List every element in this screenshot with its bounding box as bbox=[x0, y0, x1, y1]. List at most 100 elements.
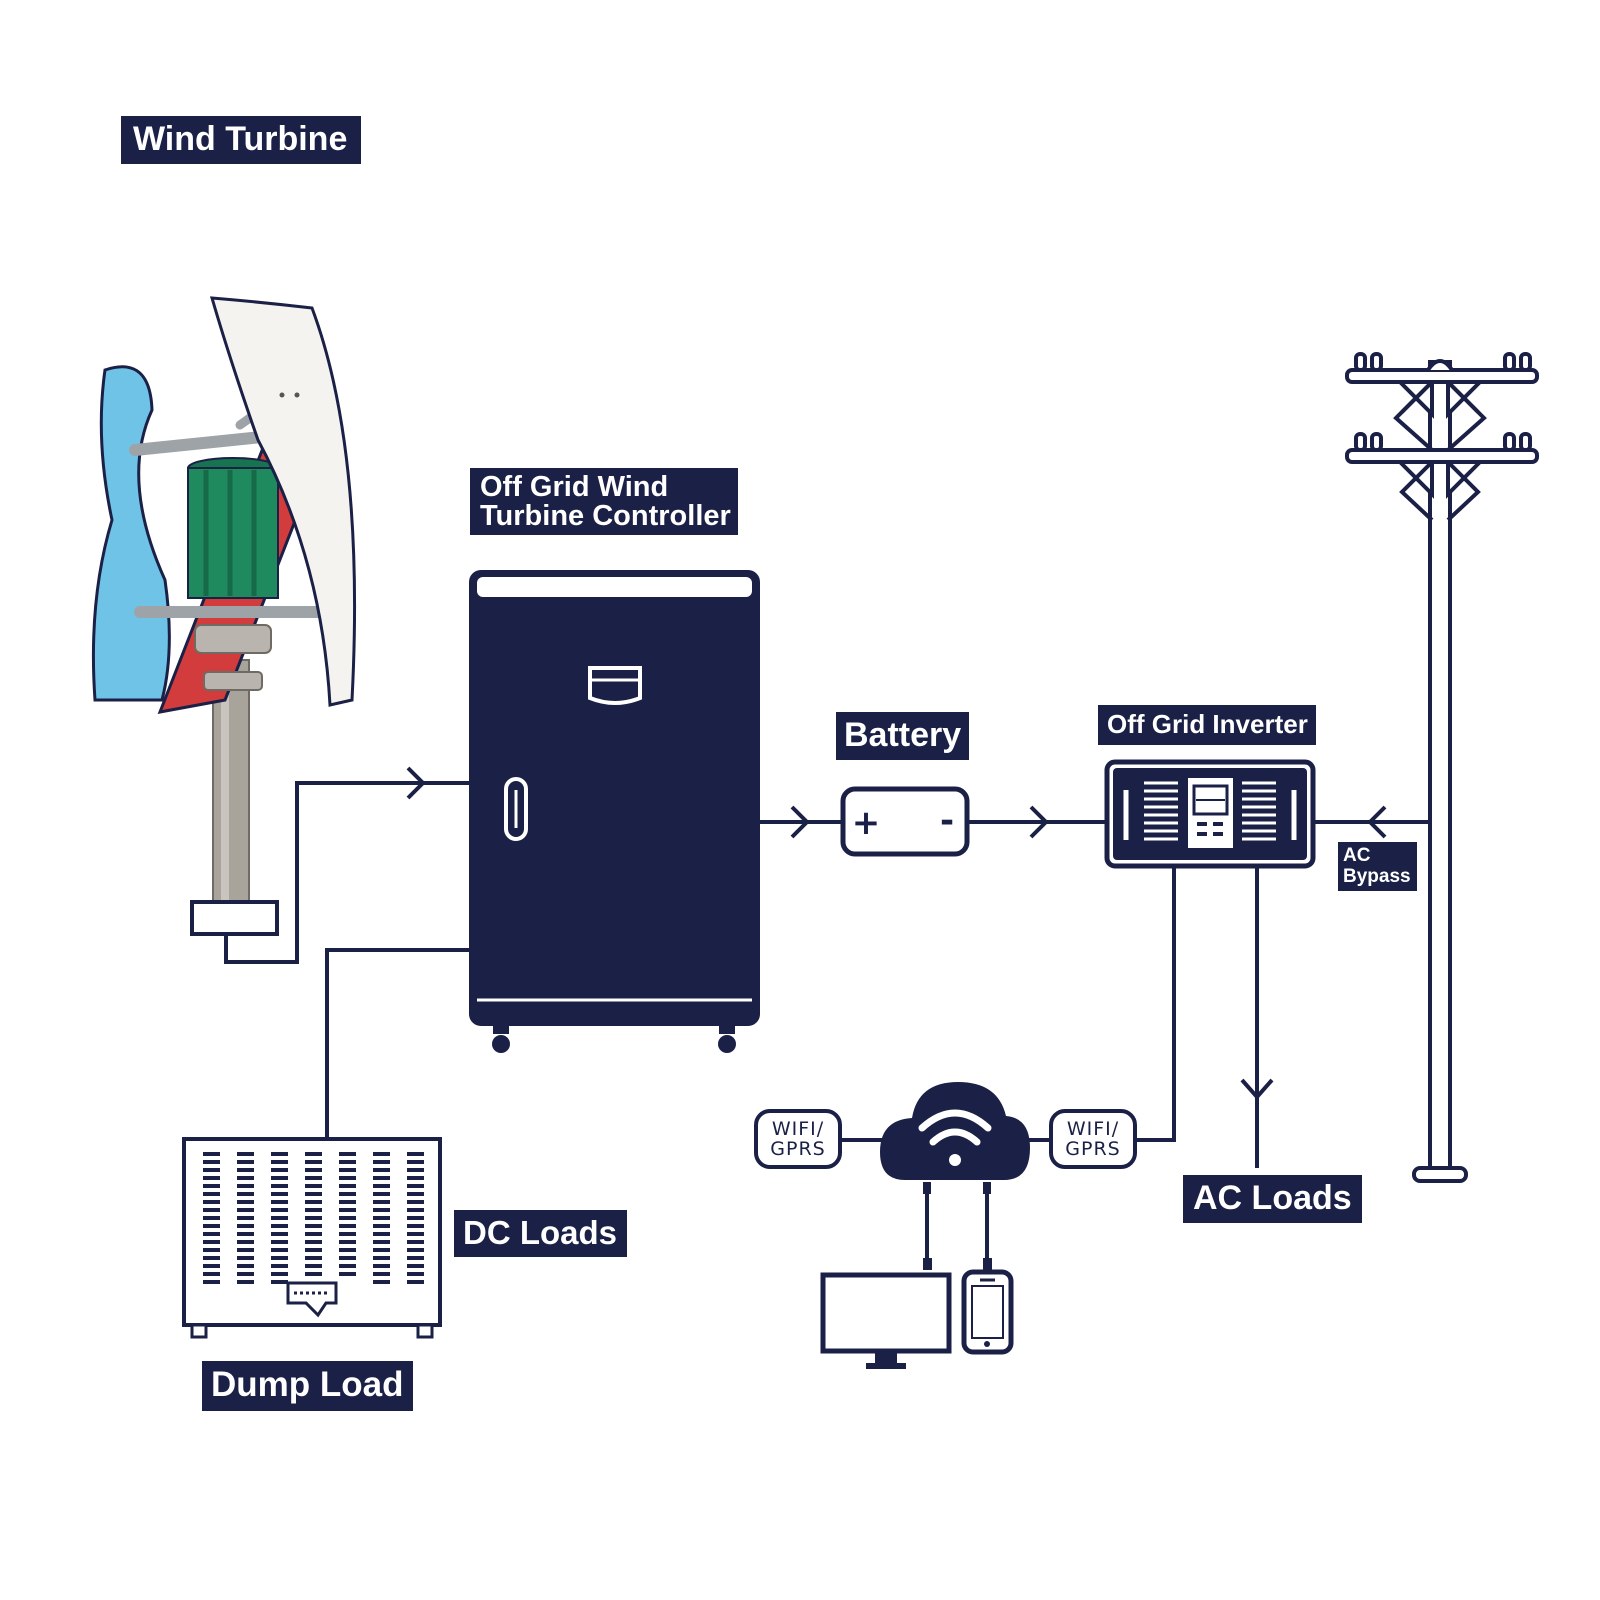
vent-slot bbox=[339, 1176, 356, 1180]
wifi-right-line1: WIFI/ bbox=[1066, 1118, 1120, 1140]
vent-slot bbox=[237, 1264, 254, 1268]
vent-slot bbox=[373, 1256, 390, 1260]
vent-slot bbox=[237, 1184, 254, 1188]
vent-slot bbox=[339, 1264, 356, 1268]
vent-slot bbox=[203, 1256, 220, 1260]
vent-slot bbox=[203, 1232, 220, 1236]
wind-turbine-label: Wind Turbine bbox=[121, 116, 362, 164]
vent-slot bbox=[305, 1272, 322, 1276]
vent-slot bbox=[305, 1184, 322, 1188]
vent-slot bbox=[339, 1200, 356, 1204]
ac-bypass-label: AC Bypass bbox=[1338, 842, 1417, 891]
vent-slot bbox=[339, 1208, 356, 1212]
vent-slot bbox=[305, 1208, 322, 1212]
vent-slot bbox=[271, 1240, 288, 1244]
vent-slot bbox=[407, 1224, 424, 1228]
vent-slot bbox=[373, 1224, 390, 1228]
vent-slot bbox=[305, 1152, 322, 1156]
ac-bypass-line1: AC bbox=[1343, 845, 1371, 866]
vent-slot bbox=[339, 1152, 356, 1156]
vent-slot bbox=[237, 1240, 254, 1244]
vent-slot bbox=[407, 1248, 424, 1252]
vent-slot bbox=[407, 1280, 424, 1284]
vent-slot bbox=[203, 1160, 220, 1164]
wifi-left-line1: WIFI/ bbox=[771, 1118, 825, 1140]
vent-slot bbox=[373, 1208, 390, 1212]
wind-turbine-icon bbox=[91, 296, 357, 936]
vent-slot bbox=[407, 1168, 424, 1172]
vent-slot bbox=[339, 1256, 356, 1260]
vent-slot bbox=[203, 1208, 220, 1212]
vent-slot bbox=[407, 1272, 424, 1276]
vent-slot bbox=[271, 1224, 288, 1228]
vent-slot bbox=[271, 1208, 288, 1212]
vent-slot bbox=[407, 1216, 424, 1220]
controller-label-line1: Off Grid Wind bbox=[480, 471, 669, 503]
ac-bypass-line2: Bypass bbox=[1343, 866, 1411, 887]
vent-slot bbox=[203, 1216, 220, 1220]
vent-slot bbox=[373, 1232, 390, 1236]
vent-slot bbox=[373, 1184, 390, 1188]
battery-minus: - bbox=[940, 801, 954, 841]
vent-slot bbox=[407, 1184, 424, 1188]
vent-slot bbox=[407, 1264, 424, 1268]
vent-slot bbox=[203, 1176, 220, 1180]
vent-slot bbox=[203, 1152, 220, 1156]
vent-slot bbox=[407, 1256, 424, 1260]
battery-label: Battery bbox=[836, 712, 970, 760]
vent-slot bbox=[271, 1160, 288, 1164]
controller-label: Off Grid Wind Turbine Controller bbox=[470, 468, 738, 535]
connection-lines bbox=[224, 766, 1430, 1262]
vent-slot bbox=[271, 1176, 288, 1180]
dump-load-label: Dump Load bbox=[202, 1361, 414, 1411]
vent-slot bbox=[203, 1272, 220, 1276]
vent-slot bbox=[237, 1272, 254, 1276]
vent-slot bbox=[305, 1160, 322, 1164]
vent-slot bbox=[305, 1200, 322, 1204]
vent-slot bbox=[203, 1264, 220, 1268]
vent-slot bbox=[373, 1176, 390, 1180]
vent-slot bbox=[237, 1152, 254, 1156]
vent-slot bbox=[271, 1272, 288, 1276]
vent-slot bbox=[203, 1200, 220, 1204]
vent-slot bbox=[373, 1248, 390, 1252]
vent-slot bbox=[373, 1192, 390, 1196]
inverter-label: Off Grid Inverter bbox=[1098, 705, 1316, 745]
vent-slot bbox=[237, 1224, 254, 1228]
vent-slot bbox=[407, 1200, 424, 1204]
vent-slot bbox=[305, 1240, 322, 1244]
phone-icon bbox=[961, 1258, 1014, 1355]
vent-slot bbox=[373, 1240, 390, 1244]
vent-slot bbox=[339, 1248, 356, 1252]
vent-slot bbox=[373, 1216, 390, 1220]
battery-plus: + bbox=[852, 803, 881, 843]
vent-slot bbox=[407, 1208, 424, 1212]
vent-slot bbox=[271, 1264, 288, 1268]
controller-cabinet-icon bbox=[469, 570, 760, 1053]
vent-slot bbox=[203, 1192, 220, 1196]
vent-slot bbox=[339, 1160, 356, 1164]
vent-slot bbox=[203, 1224, 220, 1228]
vent-slot bbox=[339, 1224, 356, 1228]
vent-slot bbox=[339, 1216, 356, 1220]
vent-slot bbox=[407, 1152, 424, 1156]
vent-slot bbox=[407, 1176, 424, 1180]
vent-slot bbox=[237, 1160, 254, 1164]
vent-slot bbox=[271, 1192, 288, 1196]
vent-slot bbox=[271, 1232, 288, 1236]
vent-slot bbox=[203, 1248, 220, 1252]
vent-slot bbox=[271, 1216, 288, 1220]
vent-slot bbox=[305, 1264, 322, 1268]
vent-slot bbox=[339, 1192, 356, 1196]
wifi-right-line2: GPRS bbox=[1065, 1138, 1121, 1160]
vent-slot bbox=[373, 1280, 390, 1284]
vent-slot bbox=[373, 1272, 390, 1276]
vent-slot bbox=[305, 1232, 322, 1236]
vent-slot bbox=[237, 1256, 254, 1260]
vent-slot bbox=[407, 1192, 424, 1196]
vent-slot bbox=[237, 1216, 254, 1220]
vent-slot bbox=[203, 1168, 220, 1172]
vent-slot bbox=[237, 1176, 254, 1180]
vent-slot bbox=[339, 1240, 356, 1244]
